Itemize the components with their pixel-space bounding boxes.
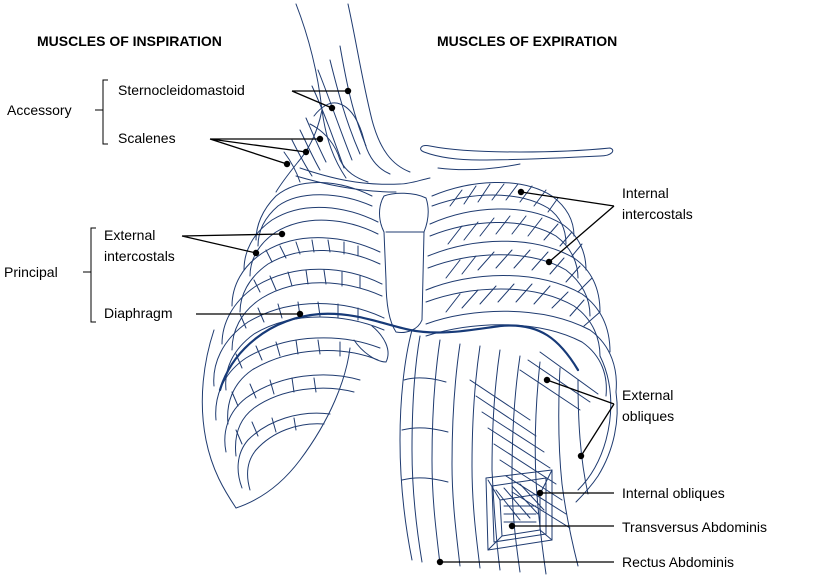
dot-internal-intercostals-1 xyxy=(518,189,524,195)
label-internal-obliques: Internal obliques xyxy=(622,485,725,501)
dot-scalenes-1 xyxy=(317,136,323,142)
label-scalenes: Scalenes xyxy=(118,130,176,146)
dot-internal-intercostals-2 xyxy=(546,259,552,265)
dot-scalenes-2 xyxy=(303,149,309,155)
abdominal-wall xyxy=(400,330,598,574)
dot-scalenes-3 xyxy=(284,161,290,167)
dot-external-obliques-1 xyxy=(544,377,550,383)
label-external-intercostals-line1: External xyxy=(104,227,155,243)
dot-diaphragm xyxy=(297,311,303,317)
right-ribs xyxy=(426,182,617,502)
sternum xyxy=(380,193,429,332)
label-external-intercostals-line2: intercostals xyxy=(104,248,175,264)
label-external-obliques-line1: External xyxy=(622,387,673,403)
label-diaphragm: Diaphragm xyxy=(104,305,172,321)
torso-illustration xyxy=(202,4,617,574)
label-sternocleidomastoid: Sternocleidomastoid xyxy=(118,82,245,98)
group-label-accessory: Accessory xyxy=(7,102,72,118)
label-internal-intercostals-line1: Internal xyxy=(622,185,669,201)
heading-expiration: MUSCLES OF EXPIRATION xyxy=(437,33,617,49)
abdominal-window xyxy=(486,470,552,550)
dot-sternocleidomastoid-1 xyxy=(345,88,351,94)
neck-muscles xyxy=(276,4,410,192)
bracket-accessory xyxy=(95,80,108,144)
diaphragm-line xyxy=(220,314,578,390)
label-transversus-abdominis: Transversus Abdominis xyxy=(622,519,767,535)
label-internal-intercostals-line2: intercostals xyxy=(622,206,693,222)
dot-transversus-abdominis xyxy=(509,523,515,529)
group-label-principal: Principal xyxy=(4,264,58,280)
bracket-principal xyxy=(83,228,96,322)
left-ribs xyxy=(202,182,388,508)
dot-sternocleidomastoid-2 xyxy=(329,105,335,111)
dot-external-intercostals-2 xyxy=(253,250,259,256)
dot-external-intercostals-1 xyxy=(279,231,285,237)
label-rectus-abdominis: Rectus Abdominis xyxy=(622,554,734,570)
heading-inspiration: MUSCLES OF INSPIRATION xyxy=(37,33,222,49)
dot-external-obliques-2 xyxy=(578,453,584,459)
dot-rectus-abdominis xyxy=(437,559,443,565)
label-external-obliques-line2: obliques xyxy=(622,408,674,424)
dot-internal-obliques xyxy=(537,490,543,496)
